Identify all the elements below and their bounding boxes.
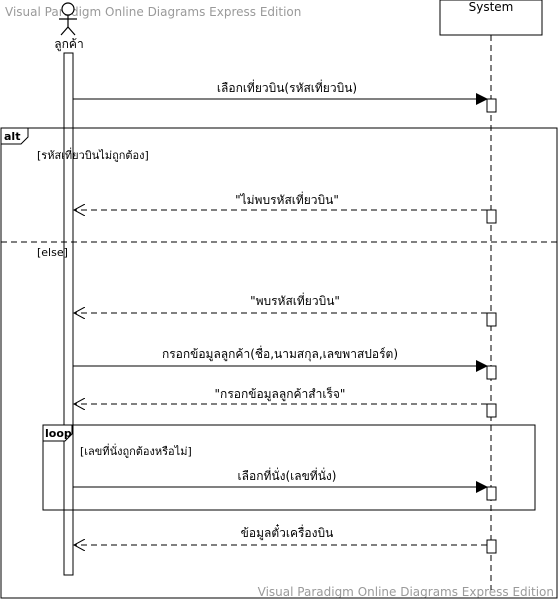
message-label-1: เลือกเที่ยวบิน(รหัสเที่ยวบิน) [217,79,357,95]
message-label-2: "ไม่พบรหัสเที่ยวบิน" [235,191,339,207]
system-activation-2 [486,209,497,224]
message-label-4: กรอกข้อมูลลูกค้า(ชื่อ,นามสกุล,เลขพาสปอร์… [162,345,398,362]
message-label-7: ข้อมูลตั๋วเครื่องบิน [241,523,334,541]
system-activation-3 [486,312,497,327]
system-activation-1 [486,98,497,113]
watermark-bottom: Visual Paradigm Online Diagrams Express … [258,585,554,599]
loop-frame-title: loop [45,427,72,440]
actor-icon [59,2,77,36]
loop-guard: [เลขที่นั่งถูกต้องหรือไม่] [80,443,192,458]
message-label-5: "กรอกข้อมูลลูกค้าสำเร็จ" [215,386,346,402]
actor-label: ลูกค้า [54,37,83,52]
alt-guard-2: [else] [37,246,68,259]
system-activation-5 [486,403,497,418]
loop-frame: loop [เลขที่นั่งถูกต้องหรือไม่] [42,424,536,511]
watermark-top: Visual Paradigm Online Diagrams Express … [5,5,301,19]
system-activation-6 [486,486,497,501]
system-activation-4 [486,365,497,380]
alt-guard-1: [รหัสเที่ยวบินไม่ถูกต้อง] [37,147,149,162]
message-label-6: เลือกที่นั่ง(เลขที่นั่ง) [238,467,337,483]
alt-frame: alt [รหัสเที่ยวบินไม่ถูกต้อง] [else] [0,127,558,599]
system-label: System [469,0,514,14]
system-activation-7 [486,539,497,554]
actor-activation-bar [63,52,74,576]
message-label-3: "พบรหัสเที่ยวบิน" [250,292,340,308]
system-lifeline-box [439,0,543,36]
alt-frame-title: alt [4,130,20,143]
